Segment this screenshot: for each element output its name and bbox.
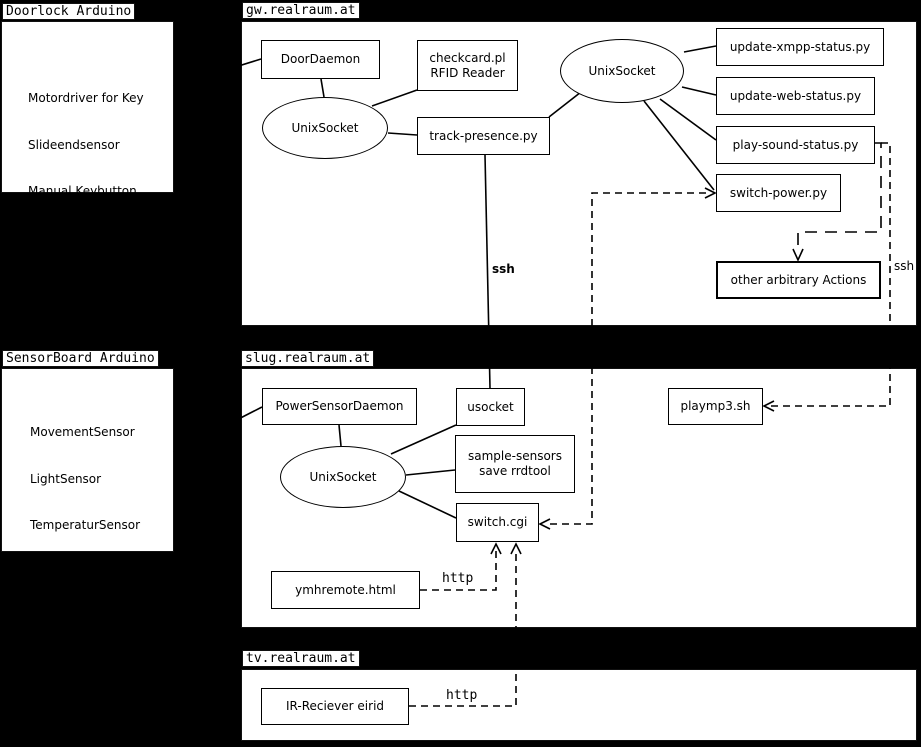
node-label: UnixSocket xyxy=(309,469,377,484)
edge-label-ssh-playmp3: ssh xyxy=(894,259,915,273)
node-powersensordaemon: PowerSensorDaemon xyxy=(262,388,417,425)
node-label: PowerSensorDaemon xyxy=(275,399,404,413)
doorlock-item: Status leds xyxy=(28,230,95,245)
cluster-label-sensorboard: SensorBoard Arduino xyxy=(2,350,159,367)
node-switch-power: switch-power.py xyxy=(716,174,841,212)
cluster-label-slug: slug.realraum.at xyxy=(241,350,375,367)
node-unixsocket-presence: UnixSocket xyxy=(560,39,684,103)
node-label: ymhremote.html xyxy=(295,582,396,597)
node-label-line: checkcard.pl xyxy=(429,50,506,65)
edge-playsound-playmp3-ssh-dashed xyxy=(771,142,891,407)
edge-unixsocket2-playsound xyxy=(659,98,717,141)
edge-powersensordaemon-unixsocket3 xyxy=(338,424,342,447)
edge-trackpresence-usocket-ssh xyxy=(484,154,491,389)
node-track-presence: track-presence.py xyxy=(417,117,550,155)
cluster-label-doorlock: Doorlock Arduino xyxy=(2,3,136,20)
edge-trackpresence-unixsocket2 xyxy=(548,91,582,118)
node-label: switch.cgi xyxy=(467,515,528,529)
edge-doorlock-doordaemon xyxy=(173,58,262,87)
sensorboard-item: IR Emitter Diode xyxy=(30,657,129,672)
node-label: DoorDaemon xyxy=(280,52,361,66)
node-label: other arbitrary Actions xyxy=(730,272,867,287)
node-unixsocket-doordaemon: UnixSocket xyxy=(262,97,388,159)
arrowhead-into-switchcgi-bottom-left xyxy=(490,542,502,555)
node-ir-reciever-eirid: IR-Reciever eirid xyxy=(261,688,409,725)
edge-label-http-ir: http xyxy=(446,688,478,703)
sensorboard-item: rf433ctl Antenna xyxy=(30,611,131,625)
arrowhead-into-switchcgi-right xyxy=(538,518,551,530)
node-checkcard-rfid-reader: checkcard.pl RFID Reader xyxy=(417,40,518,91)
doorlock-item: Slideendsensor xyxy=(28,137,120,152)
node-label: playmp3.sh xyxy=(680,399,751,413)
cluster-sensorboard-arduino xyxy=(1,368,174,552)
edge-label-ssh-track-usocket: ssh xyxy=(492,262,515,276)
sensorboard-feature-list: MovementSensor LightSensor TemperaturSen… xyxy=(30,394,140,747)
node-label: UnixSocket xyxy=(588,63,656,78)
node-play-sound-status: play-sound-status.py xyxy=(716,126,875,164)
node-sample-sensors: sample-sensors save rrdtool xyxy=(455,435,575,493)
sensorboard-item: LightSensor xyxy=(30,471,102,486)
edge-switchpower-switchcgi-dashed xyxy=(547,192,706,525)
sensorboard-item: TemperaturSensor xyxy=(30,518,141,532)
edge-unixsocket2-updatexmpp xyxy=(683,45,717,53)
node-label: switch-power.py xyxy=(729,185,828,200)
node-label: update-xmpp-status.py xyxy=(729,39,871,54)
node-ymhremote: ymhremote.html xyxy=(271,571,420,609)
doorlock-feature-list: Motordriver for Key Slideendsensor Manua… xyxy=(28,60,144,277)
edge-ymhremote-switchcgi-http-dashed xyxy=(420,551,497,591)
edge-unixsocket-trackpresence xyxy=(387,132,418,136)
edge-unixsocket2-updateweb xyxy=(681,86,717,96)
node-doordaemon: DoorDaemon xyxy=(261,40,380,79)
edge-doordaemon-unixsocket xyxy=(320,78,325,98)
node-other-arbitrary-actions: other arbitrary Actions xyxy=(716,261,881,299)
sensorboard-item: MovementSensor xyxy=(30,425,135,439)
doorlock-item: Manual Keybutton xyxy=(28,184,137,198)
node-update-web-status: update-web-status.py xyxy=(716,77,875,115)
cluster-label-tv: tv.realraum.at xyxy=(242,650,360,667)
node-label: usocket xyxy=(467,399,514,414)
arrowhead-into-switchcgi-bottom-right xyxy=(510,542,522,555)
edge-unixsocket3-usocket xyxy=(390,424,457,455)
node-playmp3: playmp3.sh xyxy=(668,388,763,425)
node-update-xmpp-status: update-xmpp-status.py xyxy=(716,28,884,66)
cluster-doorlock-arduino xyxy=(1,21,174,193)
node-label: update-web-status.py xyxy=(729,88,862,103)
node-label-line: sample-sensors xyxy=(468,449,562,463)
cluster-label-gw: gw.realraum.at xyxy=(242,2,360,19)
node-label-line: RFID Reader xyxy=(430,65,505,80)
edge-unixsocket2-switchpower xyxy=(643,100,715,191)
node-label: UnixSocket xyxy=(291,120,359,135)
sensorboard-item: Button xyxy=(30,564,71,579)
edge-playsound-otheractions-dashed xyxy=(797,142,882,251)
node-label: IR-Reciever eirid xyxy=(285,699,385,713)
edge-irreciever-switchcgi-http-dashed xyxy=(409,551,517,707)
arrowhead-into-switchpower xyxy=(704,187,717,199)
node-label-line: save rrdtool xyxy=(479,464,551,478)
node-unixsocket-sensor: UnixSocket xyxy=(280,446,406,508)
edge-sensorboard-powersensordaemon xyxy=(173,406,263,453)
sensorboard-item: Status leds xyxy=(30,704,97,718)
edge-unixsocket-checkcard xyxy=(371,89,418,107)
node-label: play-sound-status.py xyxy=(732,137,859,152)
node-usocket: usocket xyxy=(456,388,525,426)
arrowhead-into-otheractions xyxy=(792,248,804,262)
arrowhead-into-playmp3 xyxy=(762,400,775,412)
doorlock-item: Motordriver for Key xyxy=(28,91,144,105)
node-switch-cgi: switch.cgi xyxy=(456,503,539,542)
edge-unixsocket3-samplesensors xyxy=(405,469,456,476)
node-label: track-presence.py xyxy=(429,128,538,143)
edge-unixsocket3-switchcgi xyxy=(398,490,457,519)
edge-label-http-ymhremote: http xyxy=(442,571,474,586)
